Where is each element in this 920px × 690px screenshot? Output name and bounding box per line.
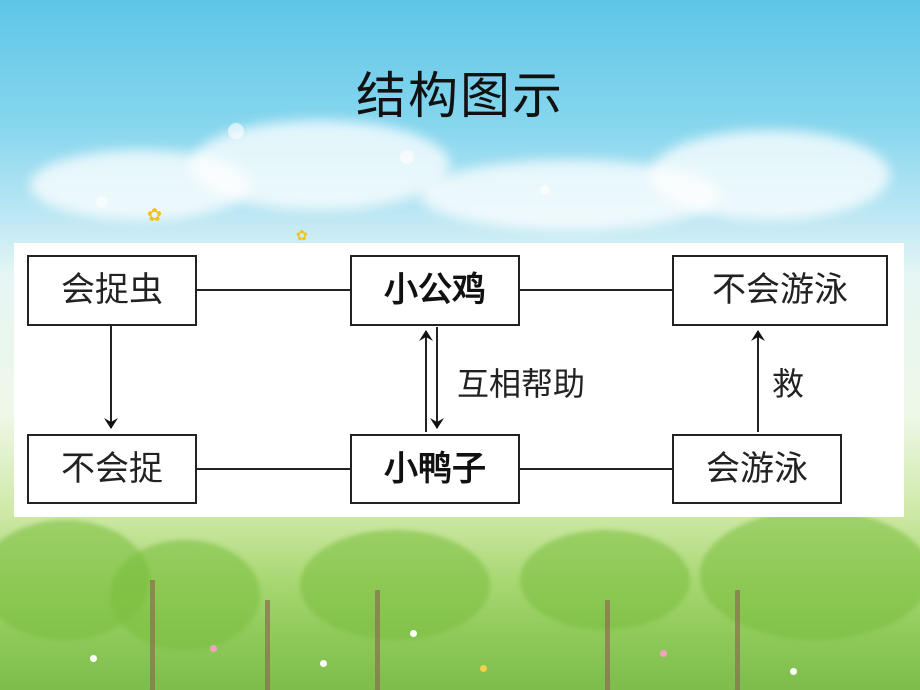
node-can-swim: 会游泳: [672, 434, 842, 504]
tree-foliage: [700, 510, 920, 640]
node-label: 小公鸡: [384, 270, 486, 310]
bokeh: [400, 150, 414, 164]
node-duckling: 小鸭子: [350, 434, 520, 504]
node-cannot-swim: 不会游泳: [672, 255, 888, 326]
bokeh: [228, 123, 244, 139]
flower: [660, 650, 667, 657]
tree-trunk: [265, 600, 270, 690]
edge-label-help-each-other: 互相帮助: [457, 365, 585, 403]
node-label: 不会捉: [61, 449, 163, 489]
tree-trunk: [375, 590, 380, 690]
tree-foliage: [110, 540, 260, 650]
tree-trunk: [150, 580, 155, 690]
tree-trunk: [605, 600, 610, 690]
node-label: 会捉虫: [61, 270, 163, 310]
flower: [410, 630, 417, 637]
tree-trunk: [735, 590, 740, 690]
butterfly-icon: ✿: [296, 228, 308, 244]
flower: [320, 660, 327, 667]
butterfly-icon: ✿: [147, 205, 163, 226]
tree-foliage: [300, 530, 490, 640]
node-rooster: 小公鸡: [350, 255, 520, 326]
diagram-panel: 会捉虫 小公鸡 不会游泳 不会捉 小鸭子 会游泳 互相帮助 救: [14, 243, 904, 517]
flower: [790, 668, 797, 675]
node-catch-bugs: 会捉虫: [27, 255, 197, 326]
flower: [90, 655, 97, 662]
bokeh: [540, 185, 550, 195]
node-label: 不会游泳: [712, 270, 848, 310]
structure-diagram: 会捉虫 小公鸡 不会游泳 不会捉 小鸭子 会游泳 互相帮助 救: [27, 255, 888, 504]
flower: [210, 645, 217, 652]
flower: [480, 665, 487, 672]
page-title: 结构图示: [356, 67, 564, 125]
node-cannot-catch: 不会捉: [27, 434, 197, 504]
edge-label-save: 救: [772, 365, 804, 403]
node-label: 会游泳: [706, 449, 808, 489]
node-label: 小鸭子: [384, 449, 486, 489]
bokeh: [96, 196, 108, 208]
cloud: [650, 130, 890, 220]
